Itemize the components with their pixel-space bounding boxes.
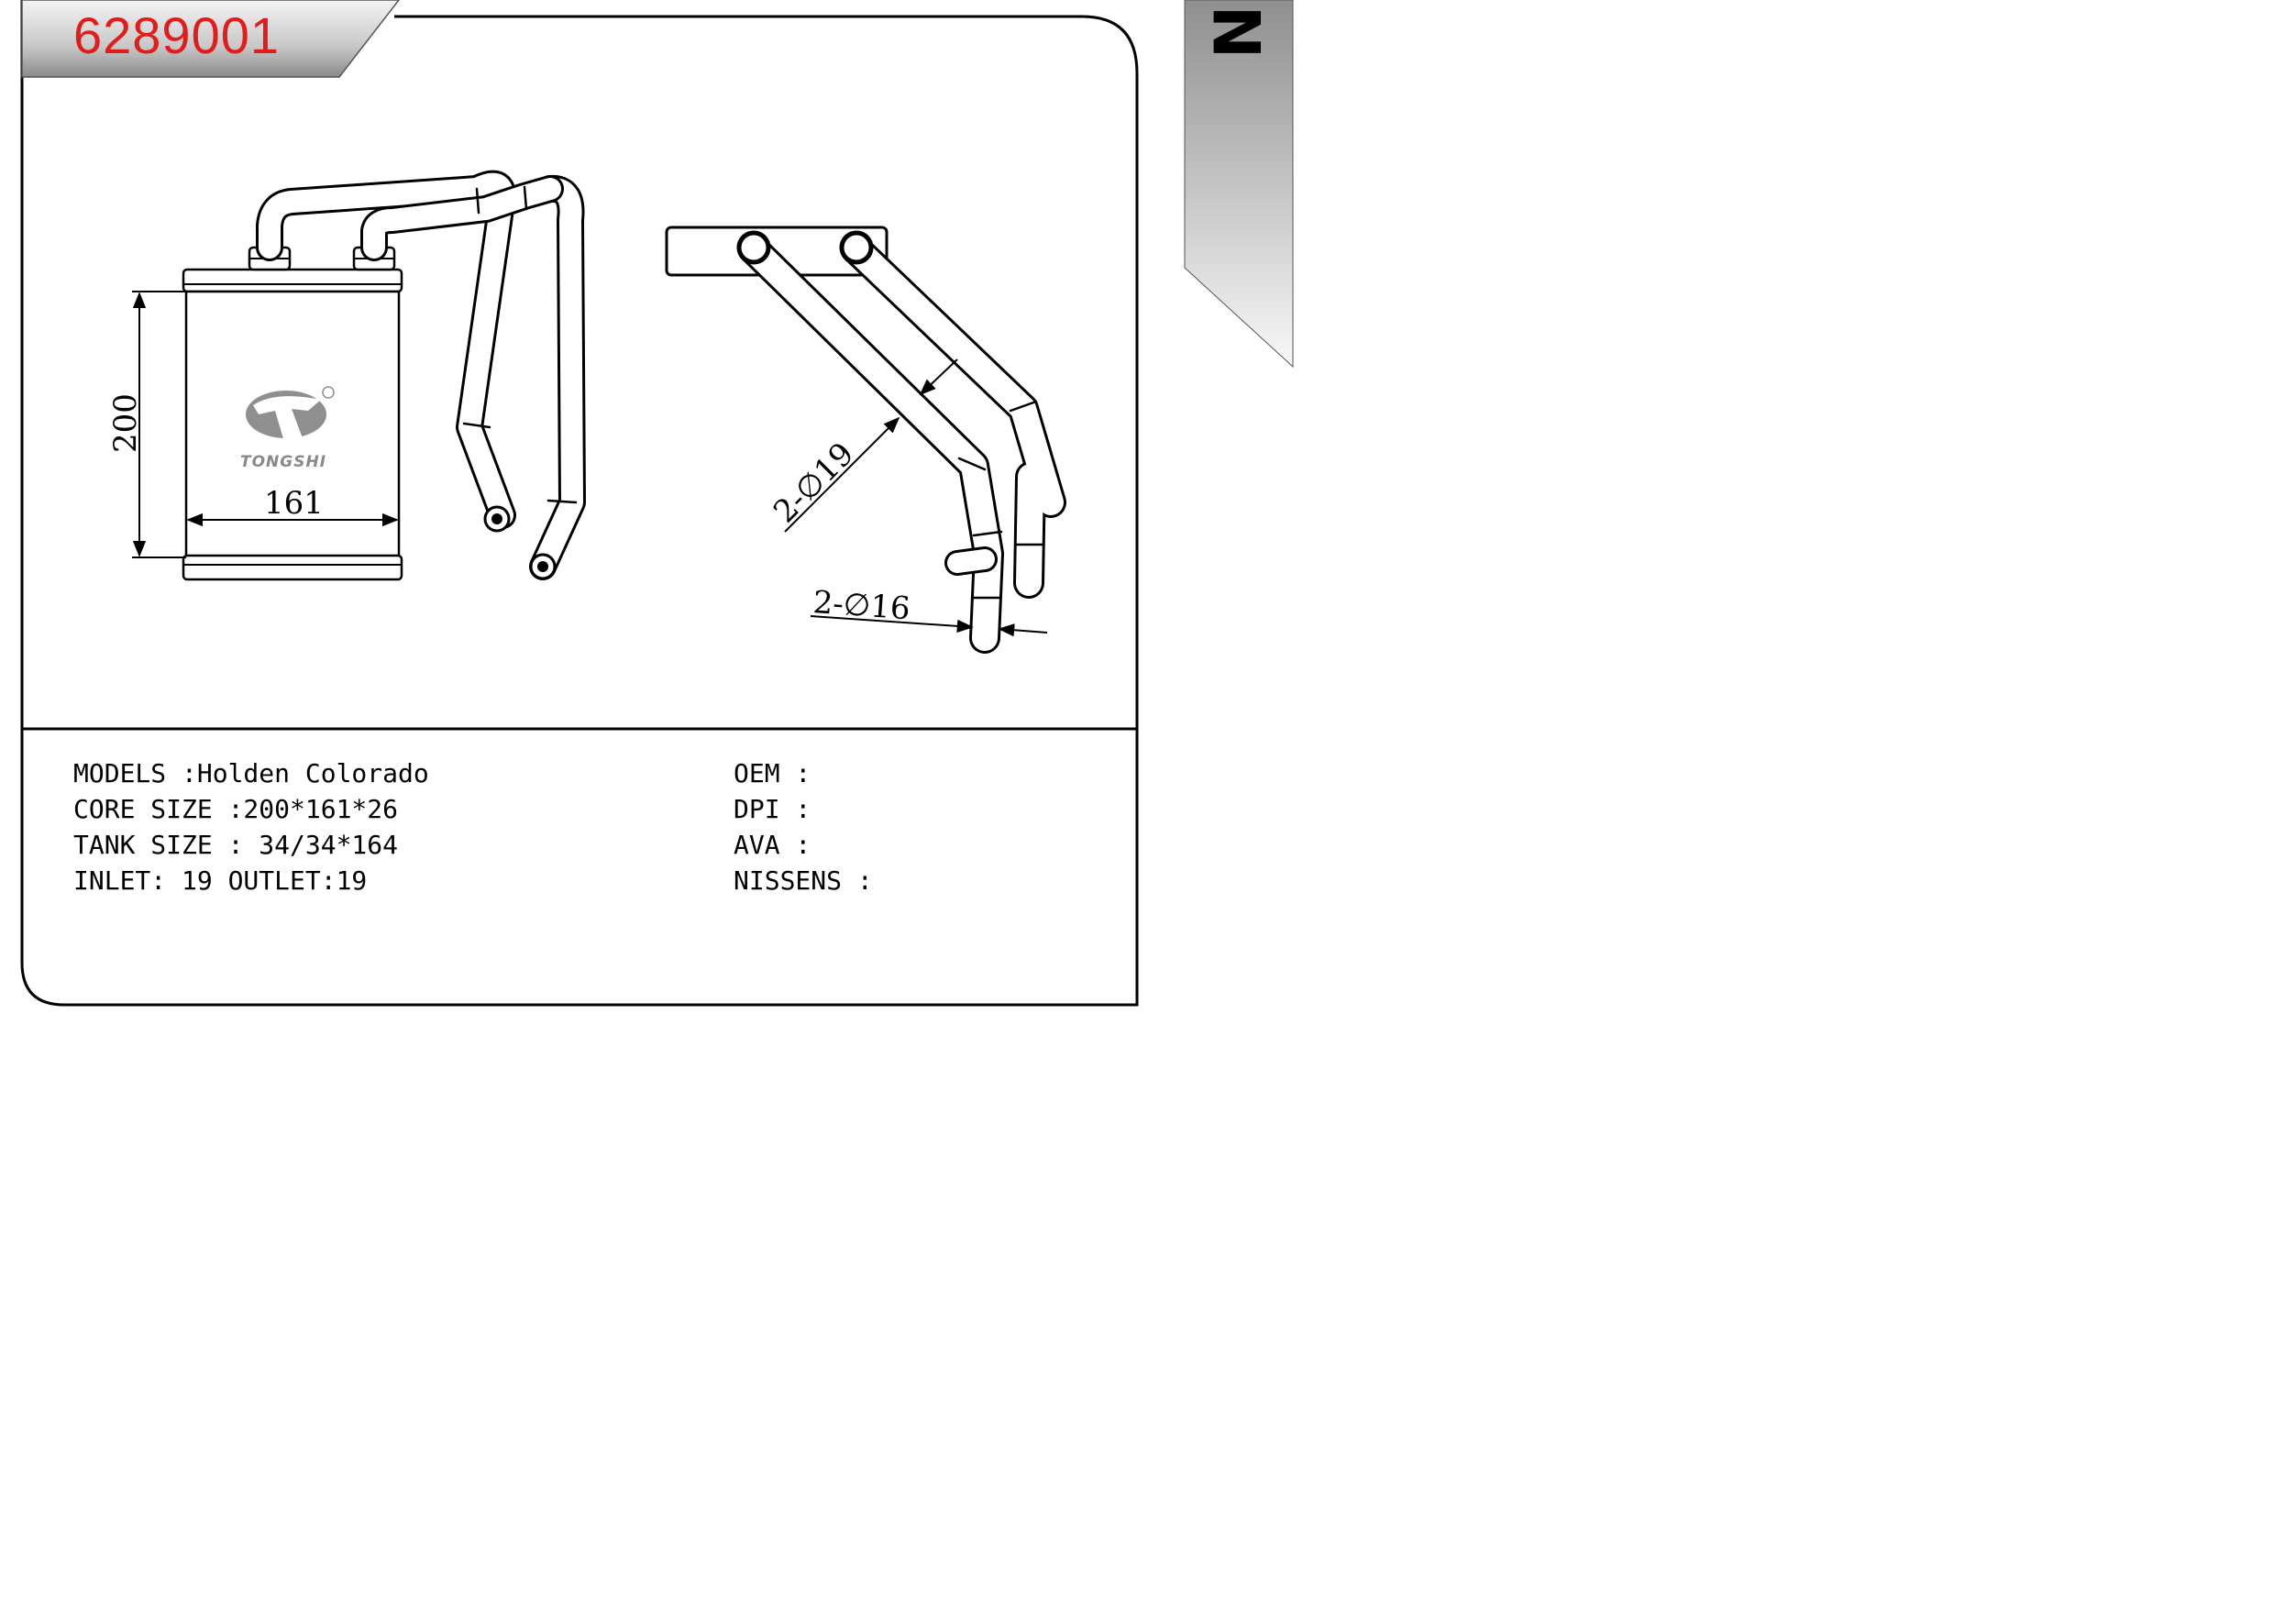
registered-mark-icon (322, 386, 335, 399)
ref-dpi: DPI : (734, 794, 811, 824)
heater-core-side-view (665, 226, 1066, 654)
spec-inlet-outlet: INLET: 19 OUTLET:19 (73, 865, 368, 896)
drawing-sheet: 200 161 2-∅19 2-∅16 (20, 0, 1294, 1007)
side-letter: N (1201, 5, 1276, 60)
bottom-tank (182, 554, 403, 581)
ref-nissens: NISSENS : (734, 865, 873, 896)
pipe-end-dimension (810, 615, 1048, 637)
header-banner (21, 0, 400, 78)
tube-diameter-label: 2-∅19 (767, 435, 861, 530)
main-frame (20, 0, 1139, 1007)
spec-models: MODELS :Holden Colorado (73, 758, 429, 788)
spec-core-size: CORE SIZE :200*161*26 (73, 794, 399, 824)
pipe-end-label: 2-∅16 (811, 584, 911, 627)
height-label: 200 (107, 393, 144, 453)
height-dimension (132, 291, 186, 558)
part-number: 6289001 (73, 6, 281, 64)
brand-name: TONGSHI (240, 453, 327, 471)
ref-oem: OEM : (734, 758, 811, 788)
side-tab (1184, 0, 1294, 369)
ref-ava: AVA : (734, 830, 811, 860)
spec-tank-size: TANK SIZE : 34/34*164 (73, 830, 399, 860)
top-tank (182, 268, 403, 293)
brand-logo (246, 386, 335, 442)
width-label: 161 (264, 485, 324, 522)
pipes-front-view (256, 170, 586, 580)
tube-diameter-dimension (784, 358, 958, 533)
